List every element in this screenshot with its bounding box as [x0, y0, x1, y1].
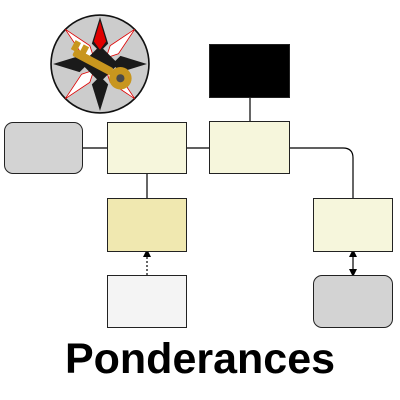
key-shaft [72, 49, 113, 75]
key-tooth-a [70, 40, 82, 52]
cream-left-node [107, 122, 187, 174]
key-icon [70, 40, 132, 90]
cream-right-node [313, 198, 393, 252]
connector-center-to-creamright [290, 147, 354, 198]
grey-left-node [4, 122, 83, 174]
star-point-west [53, 55, 88, 73]
cream-center-node [209, 121, 290, 174]
key-tooth-b [79, 44, 90, 55]
black-box-node [209, 44, 290, 98]
page-title: Ponderances [64, 335, 336, 383]
tan-box-node [107, 198, 187, 252]
grey-bottom-right-node [313, 275, 393, 328]
star-point-south [91, 76, 109, 111]
compass-rose-key-icon [50, 14, 150, 114]
white-box-node [107, 275, 187, 328]
key-bow-hole [116, 74, 125, 83]
star-accent-north [93, 21, 107, 50]
